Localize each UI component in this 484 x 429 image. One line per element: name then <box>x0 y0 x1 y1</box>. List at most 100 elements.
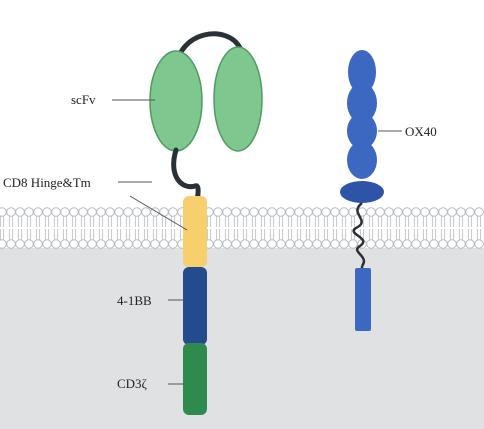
lipid-head <box>33 207 43 217</box>
lipid-head <box>456 207 466 217</box>
lipid-head <box>384 239 394 249</box>
lipid-head <box>222 239 232 249</box>
lipid-head <box>474 207 484 217</box>
scfv-domain-left <box>149 50 203 152</box>
scfv-domain-right <box>213 46 263 152</box>
lipid-head <box>429 239 439 249</box>
lipid-head <box>375 207 385 217</box>
lipid-head <box>42 207 52 217</box>
lipid-head <box>105 207 115 217</box>
lipid-head <box>6 207 16 217</box>
ox40-transmembrane-knot <box>352 202 366 267</box>
lipid-head <box>330 239 340 249</box>
lipid-head <box>15 239 25 249</box>
4-1bb-label: 4-1BB <box>117 293 152 308</box>
lipid-head <box>276 239 286 249</box>
lipid-head <box>393 207 403 217</box>
lipid-head <box>159 239 169 249</box>
lipid-head <box>78 207 88 217</box>
lipid-head <box>276 207 286 217</box>
lipid-head <box>33 239 43 249</box>
lipid-head <box>438 239 448 249</box>
lipid-head <box>267 207 277 217</box>
lipid-head <box>303 207 313 217</box>
lipid-head <box>87 207 97 217</box>
lipid-head <box>0 207 7 217</box>
lipid-head <box>321 239 331 249</box>
ox40-stalk-base <box>340 181 384 203</box>
lipid-head <box>258 239 268 249</box>
lipid-head <box>123 207 133 217</box>
lipid-head <box>78 239 88 249</box>
lipid-head <box>141 239 151 249</box>
lipid-head <box>96 207 106 217</box>
cd3z-segment <box>183 343 207 415</box>
ox40-receptor <box>340 50 384 331</box>
lipid-head <box>213 207 223 217</box>
lipid-head <box>60 207 70 217</box>
lipid-head <box>150 239 160 249</box>
lipid-head <box>465 207 475 217</box>
lipid-head <box>249 239 259 249</box>
lipid-head <box>249 207 259 217</box>
lipid-head <box>447 239 457 249</box>
ox40-lobe-3 <box>347 113 377 149</box>
lipid-head <box>294 207 304 217</box>
lipid-head <box>213 239 223 249</box>
lipid-head <box>87 239 97 249</box>
lipid-head <box>51 207 61 217</box>
lipid-head <box>312 207 322 217</box>
lipid-head <box>132 207 142 217</box>
lipid-head <box>366 239 376 249</box>
lipid-head <box>348 239 358 249</box>
lipid-head <box>348 207 358 217</box>
lipid-head <box>411 239 421 249</box>
lipid-head <box>303 239 313 249</box>
lipid-head <box>168 207 178 217</box>
lipid-head <box>51 239 61 249</box>
lipid-head <box>240 239 250 249</box>
lipid-head <box>141 207 151 217</box>
lipid-head <box>384 207 394 217</box>
lipid-head <box>330 207 340 217</box>
leader-lines <box>112 99 402 385</box>
lipid-head <box>69 207 79 217</box>
lipid-head <box>222 207 232 217</box>
lipid-head <box>429 207 439 217</box>
lipid-head <box>114 207 124 217</box>
lipid-head <box>0 239 7 249</box>
lipid-head <box>6 239 16 249</box>
lipid-head <box>285 207 295 217</box>
ox40-lobe-1 <box>348 50 376 94</box>
cd3z-label: CD3ζ <box>117 376 147 391</box>
lipid-head <box>69 239 79 249</box>
ox40-lobe-4 <box>347 141 377 179</box>
lipid-head <box>285 239 295 249</box>
cytoplasm-region <box>0 248 484 429</box>
lipid-head <box>456 239 466 249</box>
ox40-lobe-2 <box>347 83 377 123</box>
lipid-head <box>420 207 430 217</box>
lipid-head <box>168 239 178 249</box>
lipid-head <box>231 239 241 249</box>
ox40-cytoplasmic-domain <box>355 268 371 331</box>
lipid-head <box>312 239 322 249</box>
lipid-head <box>366 207 376 217</box>
lipid-head <box>42 239 52 249</box>
lipid-head <box>15 207 25 217</box>
lipid-head <box>474 239 484 249</box>
lipid-head <box>402 239 412 249</box>
lipid-head <box>258 207 268 217</box>
lipid-head <box>375 239 385 249</box>
lipid-head <box>114 239 124 249</box>
lipid-head <box>231 207 241 217</box>
lipid-head <box>420 239 430 249</box>
lipid-head <box>105 239 115 249</box>
scfv-label: scFv <box>71 92 96 107</box>
lipid-head <box>339 239 349 249</box>
lipid-head <box>24 207 34 217</box>
cd8-hinge-tm-segment <box>183 196 207 267</box>
lipid-head <box>294 239 304 249</box>
lipid-head <box>402 207 412 217</box>
